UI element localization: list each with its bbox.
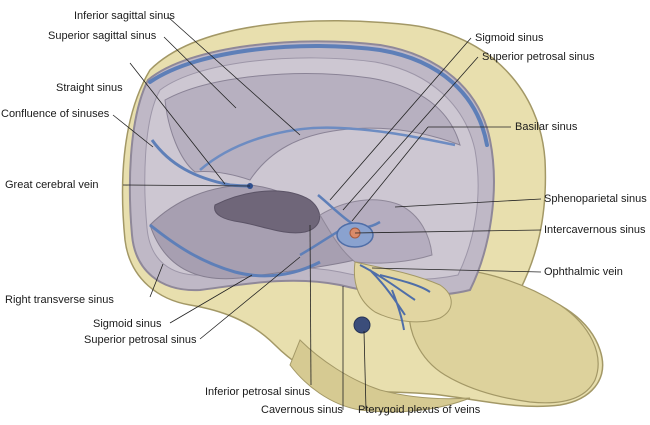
label-confluence-of-sinuses: Confluence of sinuses [1, 108, 110, 120]
label-ophthalmic-vein: Ophthalmic vein [544, 266, 623, 278]
label-sphenoparietal-sinus: Sphenoparietal sinus [544, 193, 647, 205]
label-sigmoid-sinus-left: Sigmoid sinus [93, 318, 162, 330]
label-superior-petrosal-sinus-left: Superior petrosal sinus [84, 334, 197, 346]
label-inferior-petrosal-sinus: Inferior petrosal sinus [205, 386, 311, 398]
transverse-sinus-path [149, 223, 321, 278]
label-straight-sinus: Straight sinus [56, 82, 123, 94]
label-superior-sagittal-sinus: Superior sagittal sinus [48, 30, 157, 42]
label-superior-petrosal-sinus-right: Superior petrosal sinus [482, 51, 595, 63]
leader-lines [112, 16, 542, 411]
ophthalmic-vein-path [359, 264, 431, 331]
label-pterygoid-plexus: Pterygoid plexus of veins [358, 404, 481, 416]
label-right-transverse-sinus: Right transverse sinus [5, 294, 114, 306]
basilar-sinus-path [317, 194, 381, 229]
label-cavernous-sinus: Cavernous sinus [261, 404, 343, 416]
label-great-cerebral-vein: Great cerebral vein [5, 179, 99, 191]
pterygoid-plexus-shape [353, 316, 371, 334]
skull-mandible [289, 339, 471, 413]
tentorial-notch [214, 190, 320, 234]
label-basilar-sinus: Basilar sinus [515, 121, 578, 133]
middle-fossa [319, 199, 433, 264]
label-intercavernous-sinus: Intercavernous sinus [544, 224, 646, 236]
superior-sagittal-sinus-path [148, 44, 489, 147]
label-sigmoid-sinus-right: Sigmoid sinus [475, 32, 544, 44]
label-inferior-sagittal-sinus: Inferior sagittal sinus [74, 10, 175, 22]
